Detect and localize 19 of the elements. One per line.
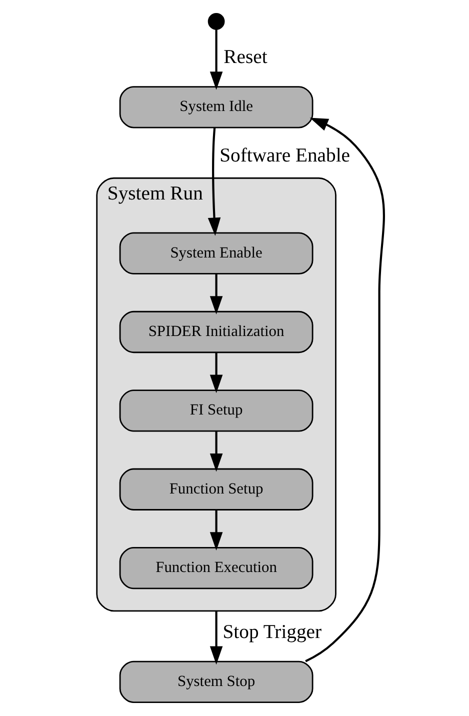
edge-label: Stop Trigger — [222, 620, 322, 643]
arrow — [209, 610, 222, 665]
arrow — [207, 128, 220, 236]
edge-label: Software Enable — [219, 144, 350, 167]
node-box: System Enable — [118, 232, 313, 274]
node-box: Function Setup — [118, 468, 313, 510]
arrow — [209, 274, 222, 314]
node-box: System Stop — [118, 660, 313, 703]
arrow — [209, 431, 222, 472]
node-box: FI Setup — [118, 390, 313, 432]
node-box: SPIDER Initialization — [118, 310, 313, 354]
edge-label: Reset — [223, 46, 267, 68]
node-box: Function Execution — [118, 547, 313, 590]
node-box: System Idle — [118, 86, 313, 128]
arrow — [209, 29, 222, 90]
arrow — [304, 118, 384, 662]
arrow — [209, 510, 222, 550]
node-circle — [207, 13, 224, 30]
arrow — [209, 352, 222, 394]
